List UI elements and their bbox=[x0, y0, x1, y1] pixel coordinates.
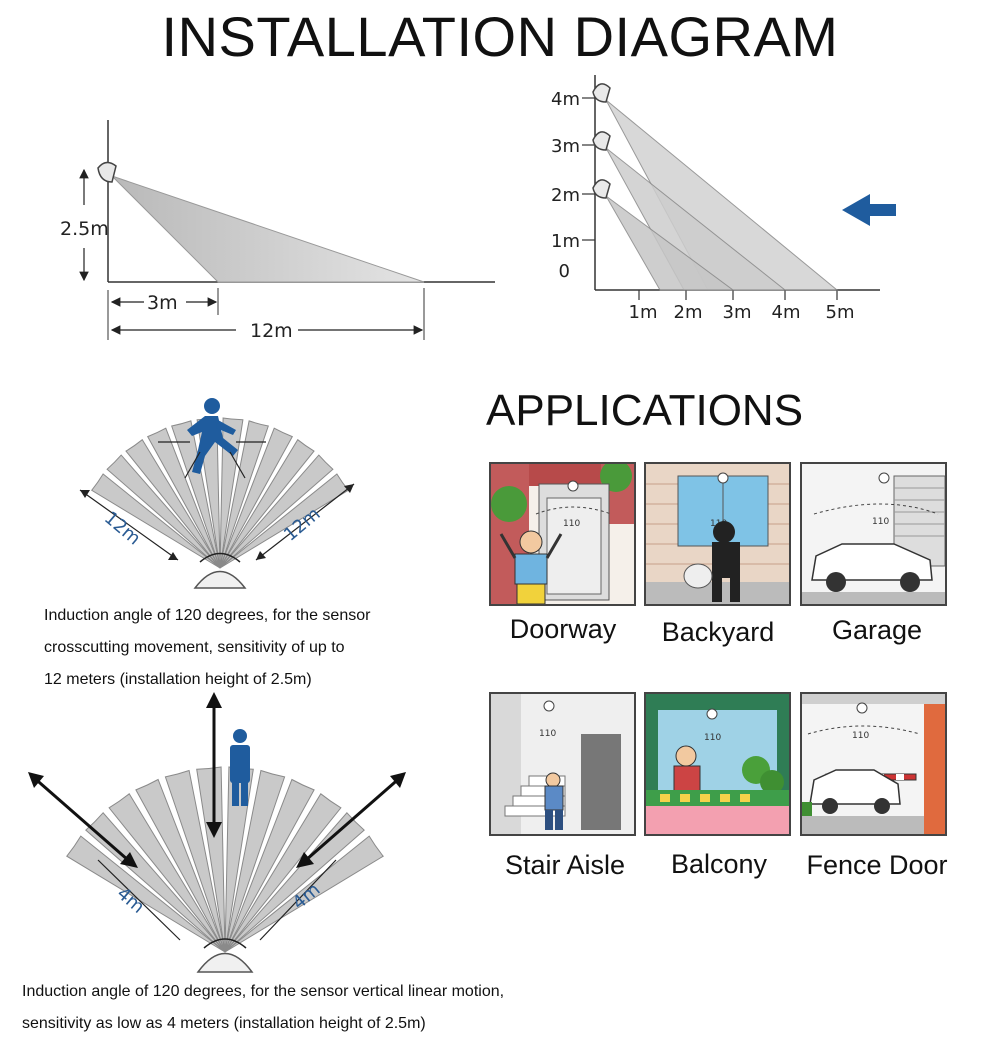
cross-motion-fan bbox=[79, 398, 355, 589]
app-caption-fence-door: Fence Door bbox=[806, 850, 948, 880]
fan-segment bbox=[135, 778, 226, 953]
arrow-left-icon bbox=[842, 194, 896, 226]
fan-segment bbox=[224, 812, 365, 953]
fan-segment bbox=[224, 769, 286, 953]
side-view-diagram bbox=[79, 120, 495, 340]
balcony-image: 110 bbox=[644, 692, 791, 836]
fan-segment bbox=[219, 420, 269, 569]
beam-2m bbox=[605, 195, 735, 291]
app-caption-garage: Garage bbox=[831, 615, 923, 645]
cross-motion-description: Induction angle of 120 degrees, for the … bbox=[44, 607, 371, 688]
running-person-icon bbox=[187, 398, 238, 474]
backyard-image: 110 bbox=[644, 462, 791, 606]
app-caption-doorway: Doorway bbox=[509, 614, 617, 644]
x-tick-label: 5m bbox=[826, 302, 855, 320]
fan-segment bbox=[90, 473, 221, 569]
near-distance-label: 3m bbox=[147, 292, 178, 314]
y-tick-label: 4m bbox=[551, 89, 580, 110]
fan-segment bbox=[224, 793, 342, 953]
svg-text:110: 110 bbox=[872, 517, 889, 527]
svg-text:110: 110 bbox=[539, 729, 556, 739]
fan-segment bbox=[171, 420, 221, 569]
vertical-motion-fan bbox=[28, 692, 406, 973]
app-caption-stair-aisle: Stair Aisle bbox=[504, 850, 626, 880]
fan-segment bbox=[108, 793, 226, 953]
x-tick-label: 4m bbox=[772, 302, 801, 320]
y-tick-label: 2m bbox=[551, 185, 580, 206]
x-tick-label: 1m bbox=[629, 302, 658, 320]
sensor-icon bbox=[97, 161, 117, 183]
fence-door-image: 110 bbox=[800, 692, 947, 836]
y-tick-label: 1m bbox=[551, 231, 580, 252]
sensor-icon bbox=[193, 570, 247, 589]
beam-3m bbox=[605, 147, 787, 291]
fan-segment bbox=[125, 438, 221, 569]
x-tick-label: 2m bbox=[674, 302, 703, 320]
detection-fan bbox=[90, 417, 350, 569]
fan-segment bbox=[219, 438, 315, 569]
fan-segment bbox=[219, 417, 244, 569]
sensor-icon bbox=[592, 131, 611, 151]
fan-segment bbox=[66, 835, 226, 953]
fan-segment bbox=[146, 427, 221, 569]
detection-fan bbox=[66, 766, 384, 953]
sensor-icon bbox=[592, 179, 611, 199]
app-caption-backyard: Backyard bbox=[661, 617, 775, 647]
fan-segment bbox=[164, 769, 226, 953]
svg-text:110: 110 bbox=[704, 733, 721, 743]
fan-segment bbox=[219, 454, 334, 569]
x-tick-label: 3m bbox=[723, 302, 752, 320]
standing-person-icon bbox=[230, 729, 250, 806]
height-range-diagram: 4m 3m 2m 1m 0 1m 2m 3m 4m 5m bbox=[551, 75, 896, 320]
garage-image: 110 bbox=[800, 462, 947, 606]
sensor-icon bbox=[196, 952, 254, 973]
sensor-icon bbox=[592, 83, 611, 103]
stair-aisle-image: 110 bbox=[489, 692, 636, 836]
fan-segment bbox=[196, 766, 226, 953]
detection-beam bbox=[111, 175, 425, 283]
svg-text:110: 110 bbox=[852, 731, 869, 741]
y-tick-label: 0 bbox=[559, 261, 570, 282]
app-caption-balcony: Balcony bbox=[670, 849, 768, 879]
height-label: 2.5m bbox=[60, 218, 109, 240]
vertical-motion-description: Induction angle of 120 degrees, for the … bbox=[22, 983, 505, 1032]
far-distance-label: 12m bbox=[250, 320, 293, 342]
fan-segment bbox=[224, 778, 315, 953]
page-title: INSTALLATION DIAGRAM bbox=[161, 5, 839, 68]
applications-title: APPLICATIONS bbox=[486, 386, 804, 435]
fan-segment bbox=[106, 454, 221, 569]
fan-segment bbox=[85, 812, 226, 953]
fan-segment bbox=[219, 427, 294, 569]
y-tick-label: 3m bbox=[551, 136, 580, 157]
svg-text:110: 110 bbox=[563, 519, 580, 529]
doorway-image: 110 bbox=[489, 462, 636, 606]
